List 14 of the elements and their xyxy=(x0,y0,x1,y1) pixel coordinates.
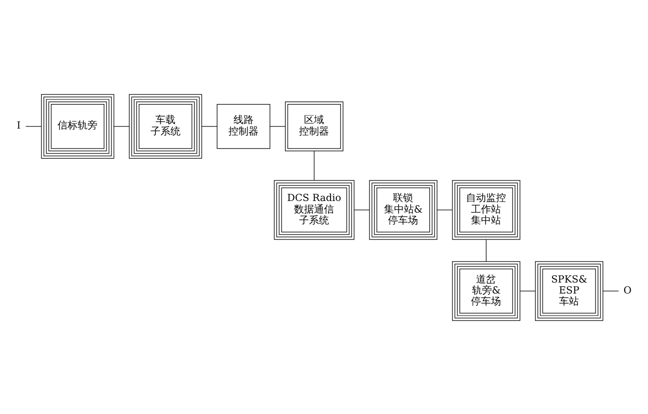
connector xyxy=(436,209,453,210)
connector xyxy=(602,290,619,291)
node-text: I xyxy=(16,120,21,132)
node-box: 线路控制器 xyxy=(216,103,270,148)
connector xyxy=(520,290,536,291)
connector xyxy=(354,209,370,210)
node-box: DCS Radio 数据通信子系统 xyxy=(274,180,354,240)
node-box: 联锁集中站&停车场 xyxy=(369,180,438,240)
node-box: 自动监控工作站集中站 xyxy=(452,180,520,240)
node-text: O xyxy=(623,284,632,296)
node-box: 道岔轨旁&停车场 xyxy=(452,260,520,320)
node-box: 车载子系统 xyxy=(128,94,202,158)
node-box: SPKS&ESP车站 xyxy=(535,260,604,320)
node-box: 信标轨旁 xyxy=(41,94,114,158)
